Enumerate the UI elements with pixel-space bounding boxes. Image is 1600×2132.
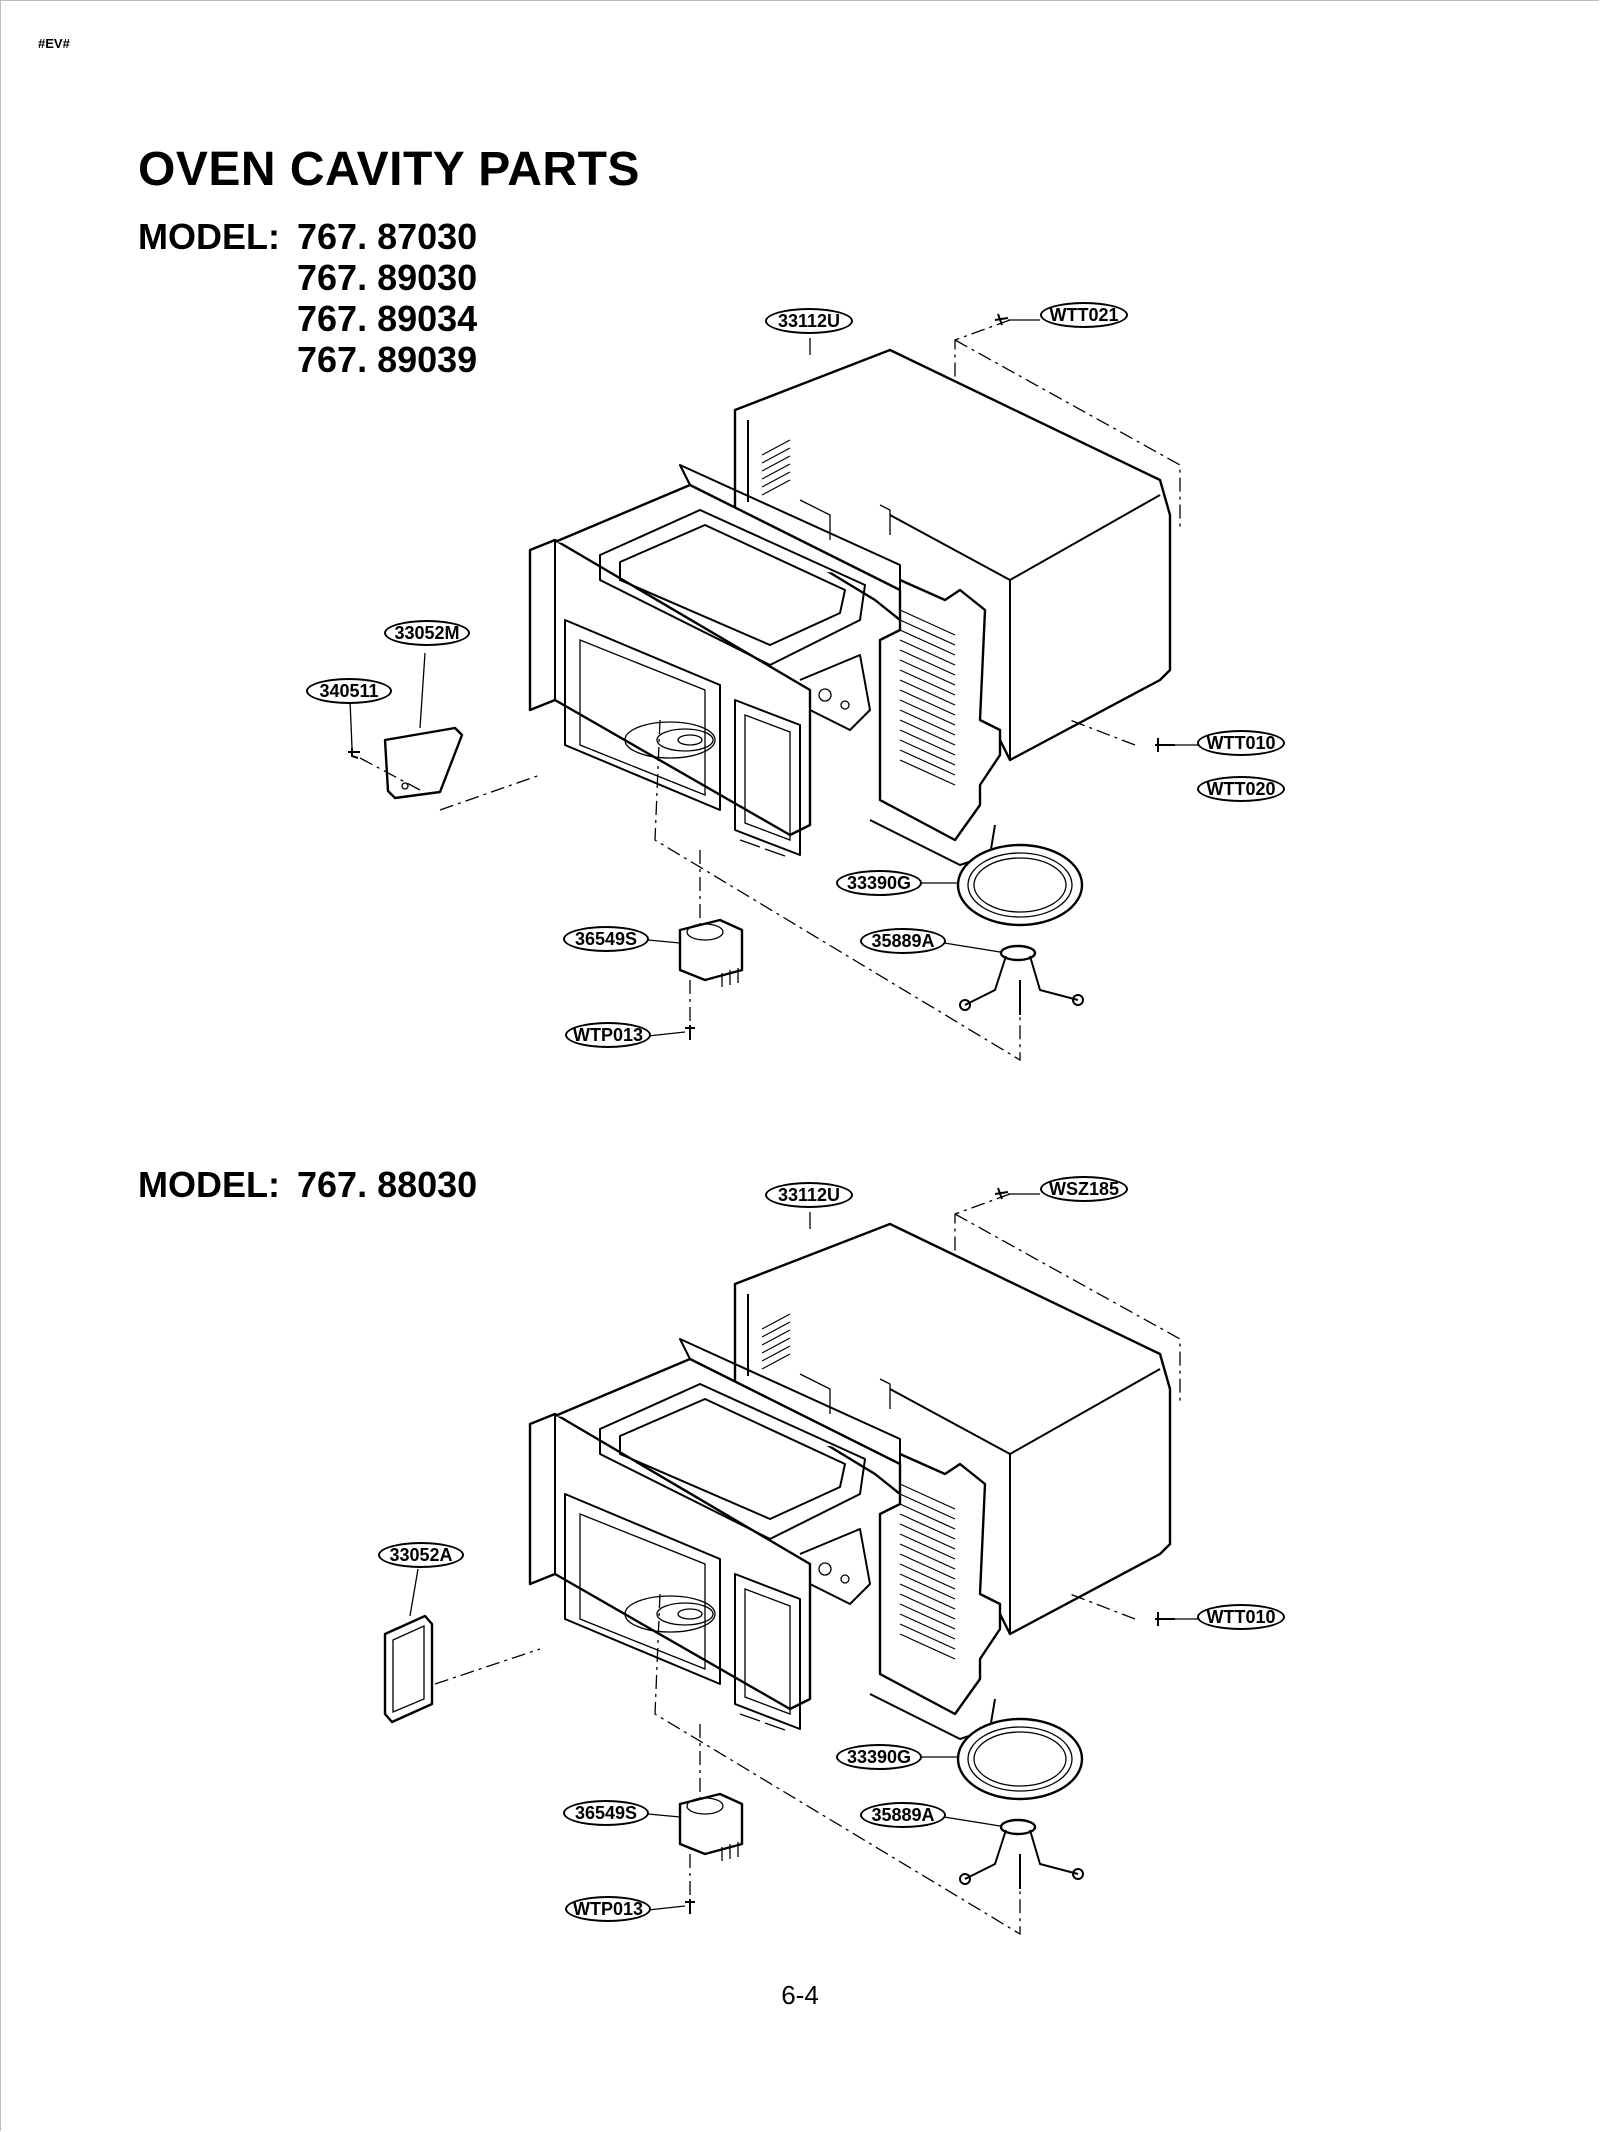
cavity-assembly: [528, 1338, 1002, 1740]
callout-glass-tray[interactable]: 33390G: [836, 1744, 922, 1770]
callout-glass-tray[interactable]: 33390G: [836, 870, 922, 896]
callout-side-screw-a[interactable]: WTT010: [1197, 730, 1285, 756]
model-number: 767. 89034: [297, 298, 478, 339]
model-label: MODEL:: [138, 1164, 280, 1205]
assembly-lines: [359, 319, 1181, 1062]
callout-motor-screw[interactable]: WTP013: [565, 1022, 651, 1048]
callout-motor-screw[interactable]: WTP013: [565, 1896, 651, 1922]
callout-cover-screw[interactable]: 340511: [306, 678, 392, 704]
glass-tray: [956, 843, 1084, 927]
page-title: OVEN CAVITY PARTS: [138, 143, 640, 196]
turntable-motor: [678, 918, 744, 987]
cover-screw: [348, 748, 360, 759]
turntable-motor: [678, 1792, 744, 1861]
model-number: 767. 89030: [297, 257, 478, 298]
callout-outer-case[interactable]: 33112U: [765, 1182, 853, 1208]
cavity-assembly: [528, 464, 1002, 866]
glass-tray: [956, 1717, 1084, 1801]
exploded-view-drawing: [383, 1187, 1200, 1936]
leader-lines: [349, 319, 1200, 1037]
exploded-diagram-2: 33112U WSZ185 33052A WTT010 33390G 35889…: [0, 1154, 1600, 2034]
header-tag: #EV#: [38, 36, 70, 51]
callout-roller-guide[interactable]: 35889A: [860, 1802, 946, 1828]
callout-top-screw[interactable]: WSZ185: [1040, 1176, 1128, 1202]
assembly-lines: [434, 1193, 1181, 1936]
motor-screw: [685, 1899, 695, 1914]
model-label: MODEL:: [138, 216, 280, 257]
side-screw: [1155, 738, 1175, 752]
callout-outer-case[interactable]: 33112U: [765, 308, 853, 334]
waveguide-cover: [383, 726, 464, 800]
side-screw: [1155, 1612, 1175, 1626]
leader-lines: [409, 1193, 1200, 1911]
callout-waveguide-cover[interactable]: 33052A: [378, 1542, 464, 1568]
model-number: 767. 87030: [297, 216, 478, 257]
page-number: 6-4: [781, 1980, 819, 2010]
callout-top-screw[interactable]: WTT021: [1040, 302, 1128, 328]
callout-waveguide-cover[interactable]: 33052M: [384, 620, 470, 646]
callout-side-screw-a[interactable]: WTT010: [1197, 1604, 1285, 1630]
callout-motor[interactable]: 36549S: [563, 926, 649, 952]
waveguide-cover: [383, 1614, 434, 1724]
roller-guide: [959, 944, 1084, 1015]
motor-screw: [685, 1025, 695, 1040]
roller-guide: [959, 1818, 1084, 1889]
callout-side-screw-b[interactable]: WTT020: [1197, 776, 1285, 802]
exploded-view-drawing: [348, 313, 1200, 1062]
model-number: 767. 88030: [297, 1164, 478, 1205]
callout-roller-guide[interactable]: 35889A: [860, 928, 946, 954]
exploded-diagram-1: 33112U WTT021 33052M 340511 WTT010 WTT02…: [0, 280, 1600, 1160]
callout-motor[interactable]: 36549S: [563, 1800, 649, 1826]
model-number: 767. 89039: [297, 339, 478, 380]
